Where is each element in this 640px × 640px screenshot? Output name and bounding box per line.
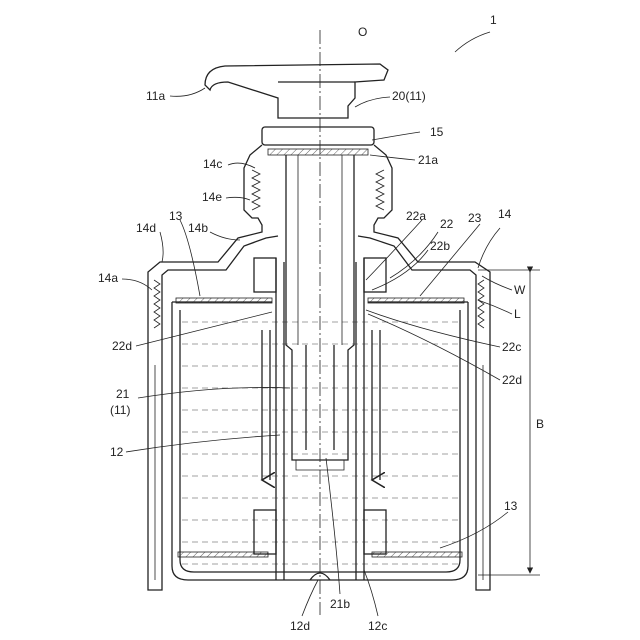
label-22a: 22a: [406, 209, 426, 223]
label-15: 15: [430, 125, 444, 139]
label-13-bottom: 13: [504, 499, 518, 513]
label-21b: 21b: [330, 597, 350, 611]
label-21: 21: [116, 387, 130, 401]
label-14b: 14b: [188, 221, 208, 235]
label-21-sub: (11): [110, 403, 130, 417]
label-12: 12: [110, 445, 124, 459]
label-11a: 11a: [146, 89, 165, 103]
label-22d-left: 22d: [112, 339, 132, 353]
pump-head: [205, 64, 388, 118]
label-L: L: [514, 307, 521, 321]
axis-label: O: [358, 25, 367, 39]
label-W: W: [514, 283, 526, 297]
dimension-b: [478, 270, 540, 575]
fig-number-label: 1: [490, 13, 497, 27]
flow-arrows: [262, 330, 380, 480]
label-20: 20(11): [392, 89, 426, 103]
label-22b: 22b: [430, 239, 450, 253]
cap: [148, 145, 490, 590]
label-14c: 14c: [203, 157, 222, 171]
label-12c: 12c: [368, 619, 387, 633]
label-14: 14: [498, 207, 512, 221]
label-21a: 21a: [418, 153, 438, 167]
label-14e: 14e: [202, 190, 222, 204]
label-14a: 14a: [98, 271, 118, 285]
collar: [262, 127, 374, 155]
label-22d-right: 22d: [502, 373, 522, 387]
label-22: 22: [440, 217, 454, 231]
label-13-top: 13: [169, 209, 183, 223]
label-22c: 22c: [502, 340, 521, 354]
label-B: B: [536, 417, 544, 431]
label-12d: 12d: [290, 619, 310, 633]
label-23: 23: [468, 211, 482, 225]
label-14d: 14d: [136, 221, 156, 235]
